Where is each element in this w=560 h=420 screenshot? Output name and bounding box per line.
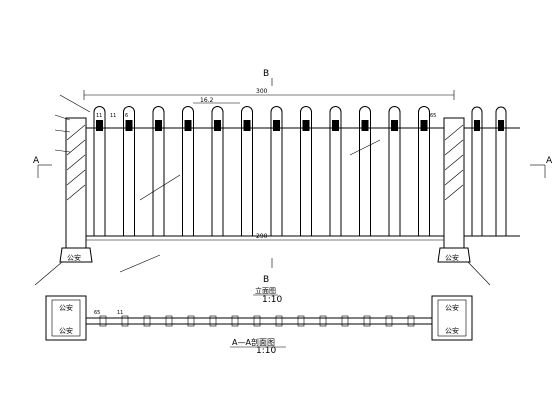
section-a-label-right: A [546,156,553,166]
plan-bar [407,315,415,327]
right-post-hatch [444,124,464,201]
plan-bar [209,315,217,327]
plan-bar [143,315,151,327]
fence-loop [211,106,224,236]
fence-loop [152,106,165,236]
plan-bar [231,315,239,327]
plan-dim-11: 11 [117,310,123,316]
fence-loop [241,106,253,236]
fence-loop [359,106,371,236]
dim-65-right: 65 [430,113,436,119]
fence-plate [243,120,251,131]
plan-bar [253,315,261,327]
dim-total-label: 300 [256,88,268,95]
fence-plate [155,120,162,131]
plan-bar [341,315,349,327]
left-base-label: 公安 [67,253,81,262]
fence-loop [329,106,342,236]
fence-plate [420,120,428,131]
plan-bar [363,315,371,327]
dim-spacing-label: 16.2 [200,97,214,104]
dim-inner-label: 290 [256,233,268,240]
fence-plate [184,120,192,131]
fence-plate-ext [474,120,480,131]
plan-bar [187,315,195,327]
plan-bar [385,315,393,327]
fence-plate [302,120,310,131]
section-a-label-left: A [33,156,40,166]
fence-plate [361,120,369,131]
plan-bars [99,315,415,327]
dim-6-a: 6 [125,113,128,119]
fence-plates [96,120,504,131]
fence-plate [391,120,398,131]
fence-plate [273,120,280,131]
fence-loop [270,106,283,236]
plan-bar [297,315,305,327]
left-base [59,247,93,263]
fence-loop [388,106,401,236]
dim-11-a: 11 [96,113,102,119]
plan-bar [99,315,107,327]
fence-loop-ext [495,106,507,236]
section-b-label-bottom: B [263,275,269,285]
plan-right-post-inner [437,299,467,337]
section-title: A—A剖面图 [232,337,275,347]
plan-dim-65: 65 [94,310,100,316]
left-post-hatch [66,124,86,201]
elevation-scale: 1:10 [262,295,282,305]
fence-plate [332,120,339,131]
fence-loop [418,106,430,236]
fence-loop [182,106,194,236]
leader-lines [34,94,491,286]
fence-plate [96,120,103,131]
plan-left-label-2: 公安 [59,326,73,335]
plan-left-label: 公安 [59,303,73,312]
fence-loops [93,106,507,236]
fence-loop-ext [471,106,483,236]
fence-plate [125,120,133,131]
fence-plate [214,120,221,131]
plan-right-label-2: 公安 [445,326,459,335]
fence-loop [300,106,312,236]
fence-plate-ext [498,120,504,131]
right-base [437,247,471,263]
plan-bar [275,315,283,327]
plan-bar [319,315,327,327]
section-b-label-top: B [263,69,269,79]
elevation-title: 立面图 [255,286,276,295]
plan-bar [165,315,173,327]
fence-loop [123,106,135,236]
right-base-label: 公安 [445,253,459,262]
dim-11-b: 11 [110,113,116,119]
plan-bar [121,315,129,327]
plan-right-label: 公安 [445,303,459,312]
plan-left-post-inner [51,299,81,337]
fence-loop [93,106,106,236]
section-scale: 1:10 [256,346,276,356]
